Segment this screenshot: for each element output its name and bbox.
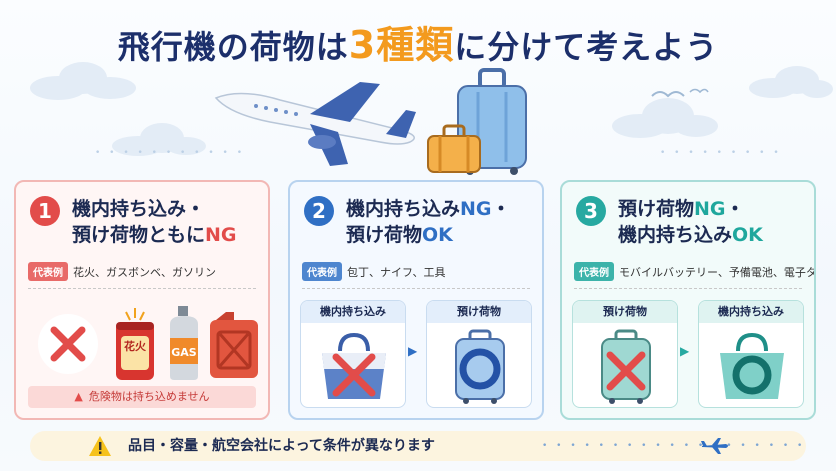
- card-heading-line2: 預け荷物: [346, 224, 423, 246]
- divider: [28, 288, 256, 289]
- examples-text: 包丁、ナイフ、工具: [347, 266, 446, 279]
- card-heading-line1: 機内持ち込み: [346, 198, 461, 220]
- gas-canister-icon: GAS: [170, 306, 198, 380]
- card-heading-line1: 預け荷物: [618, 198, 695, 220]
- handbag-ok-icon: [720, 332, 784, 399]
- card-heading: 預け荷物NG・ 機内持ち込みOK: [618, 196, 814, 248]
- cloud-icon: [749, 66, 833, 98]
- card-cabin-ng-checked-ok: 2 機内持ち込みNG・ 預け荷物OK 代表例包丁、ナイフ、工具 機内持ち込み ▶…: [288, 180, 544, 420]
- card-heading: 機内持ち込みNG・ 預け荷物OK: [346, 196, 542, 248]
- title-pre: 飛行機の荷物は: [117, 28, 349, 66]
- card-both-ng: 1 機内持ち込み・ 預け荷物ともにNG 代表例花火、ガスボンベ、ガソリン 花火 …: [14, 180, 270, 420]
- page-title: 飛行機の荷物は3種類に分けて考えよう: [0, 14, 836, 69]
- card-heading-line2: 預け荷物ともに: [72, 224, 206, 246]
- warning-icon: [89, 436, 111, 456]
- cloud-icon: [30, 62, 136, 100]
- warning-icon: ▲: [74, 390, 83, 403]
- panel-cabin: 機内持ち込み: [300, 300, 406, 408]
- card-heading-accent: NG: [460, 198, 492, 220]
- panel-label: 預け荷物: [573, 301, 677, 323]
- dotted-decoration: • • • • • • • • • • • • • • • • • • •: [542, 441, 806, 451]
- warning-bar: ▲ 危険物は持ち込めません: [28, 386, 256, 408]
- divider: [574, 288, 802, 289]
- cloud-icon: [112, 123, 206, 156]
- bird-icon: [651, 88, 709, 98]
- examples-text: 花火、ガスボンベ、ガソリン: [73, 266, 216, 279]
- title-post: に分けて考えよう: [454, 28, 719, 66]
- panel-checked: 預け荷物: [426, 300, 532, 408]
- dotted-decoration: • • • • • • • • •: [660, 148, 782, 158]
- example-tag: 代表例: [302, 262, 342, 281]
- card-heading-punct: ・: [491, 198, 511, 220]
- panel-checked: 預け荷物: [572, 300, 678, 408]
- warning-text: 危険物は持ち込めません: [88, 390, 210, 403]
- fireworks-icon: 花火: [116, 308, 154, 380]
- footer-note: 品目・容量・航空会社によって条件が異なります • • • • • • • • •…: [30, 431, 806, 461]
- cloud-icon: [612, 98, 718, 138]
- dotted-decoration: • • • • • • • • • • •: [95, 148, 246, 158]
- arrow-right-icon: ▶: [680, 344, 690, 358]
- examples-row: 代表例包丁、ナイフ、工具: [302, 262, 446, 281]
- footer-text: 品目・容量・航空会社によって条件が異なります: [128, 438, 435, 454]
- gas-label: GAS: [171, 346, 197, 359]
- panel-cabin: 機内持ち込み: [698, 300, 804, 408]
- card-number: 1: [30, 196, 60, 226]
- hanabi-label: 花火: [124, 339, 147, 353]
- card-heading-accent: OK: [422, 224, 453, 246]
- airplane-icon: [214, 82, 416, 166]
- handbag-prohibited-icon: [322, 332, 386, 399]
- panel-label: 機内持ち込み: [301, 301, 405, 323]
- example-tag: 代表例: [28, 262, 68, 281]
- gasoline-can-icon: [210, 312, 258, 378]
- card-heading: 機内持ち込み・ 預け荷物ともにNG: [72, 196, 268, 248]
- card-number: 3: [576, 196, 606, 226]
- card-heading-accent: OK: [732, 224, 763, 246]
- panel-label: 機内持ち込み: [699, 301, 803, 323]
- card-number: 2: [304, 196, 334, 226]
- card-checked-ng-cabin-ok: 3 預け荷物NG・ 機内持ち込みOK 代表例モバイルバッテリー、予備電池、電子タ…: [560, 180, 816, 420]
- suitcase-ok-icon: [455, 329, 505, 404]
- bag-icon: [427, 124, 481, 173]
- card-heading-accent: NG: [694, 198, 726, 220]
- example-tag: 代表例: [574, 262, 614, 281]
- examples-text: モバイルバッテリー、予備電池、電子タバコ: [619, 266, 816, 279]
- card-heading-line2: 機内持ち込み: [618, 224, 733, 246]
- divider: [302, 288, 530, 289]
- title-highlight: 3種類: [348, 23, 455, 67]
- panel-label: 預け荷物: [427, 301, 531, 323]
- suitcase-prohibited-icon: [601, 329, 651, 404]
- card-heading-punct: ・: [725, 198, 745, 220]
- examples-row: 代表例花火、ガスボンベ、ガソリン: [28, 262, 216, 281]
- card-heading-line1: 機内持ち込み・: [72, 198, 206, 220]
- arrow-right-icon: ▶: [408, 344, 418, 358]
- card-heading-accent: NG: [205, 224, 237, 246]
- small-airplane-icon: [701, 438, 728, 454]
- prohibited-icon: [38, 314, 98, 374]
